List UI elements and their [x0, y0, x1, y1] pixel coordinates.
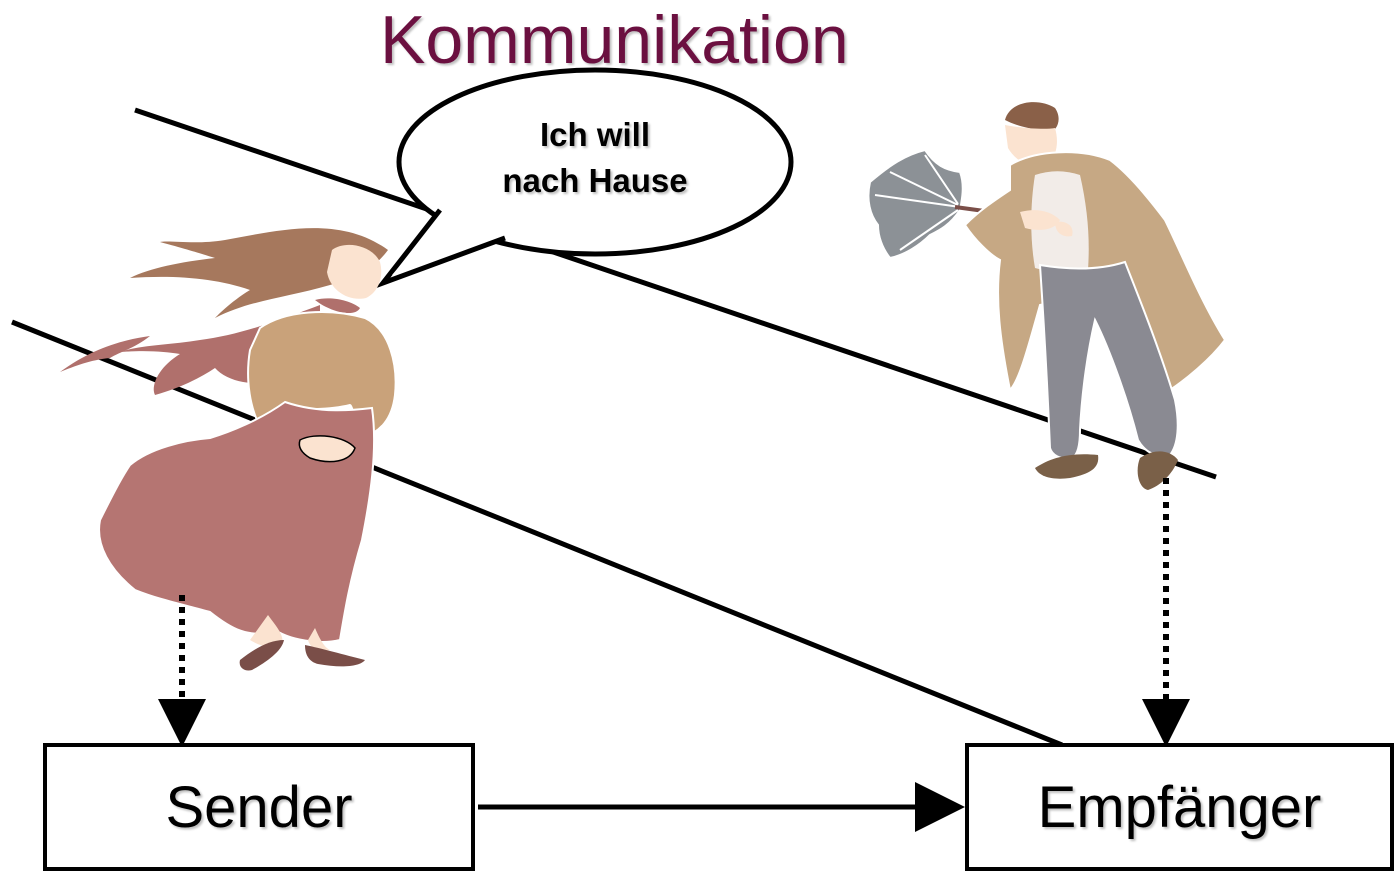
man-with-umbrella-icon [867, 102, 1227, 490]
speech-line-2: nach Hause [502, 162, 688, 199]
woman-figure-icon [60, 228, 397, 671]
page-title: Kommunikation [380, 2, 849, 78]
speech-bubble-text: Ich will nach Hause [440, 112, 750, 204]
wind-line-lower [11, 319, 1063, 748]
sender-label: Sender [165, 774, 353, 840]
speech-bubble-icon [375, 67, 794, 289]
wind-line-upper [134, 107, 1217, 480]
sender-box: Sender [43, 743, 475, 871]
receiver-label: Empfänger [1037, 774, 1322, 840]
receiver-box: Empfänger [965, 743, 1394, 871]
speech-line-1: Ich will [539, 116, 651, 153]
